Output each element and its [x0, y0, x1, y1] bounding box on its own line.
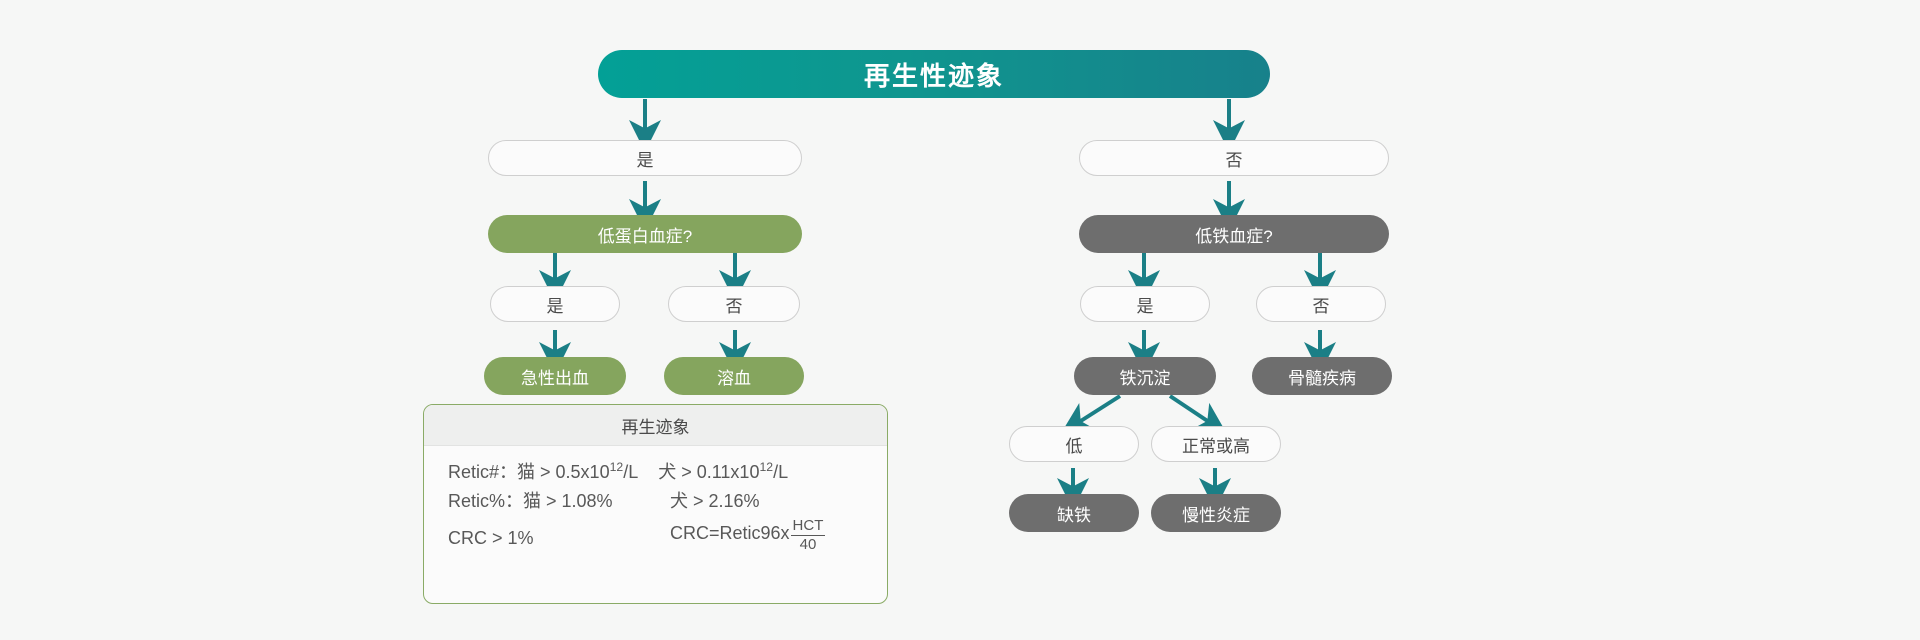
left-no-pill: 否	[668, 286, 800, 322]
retic-count-dog-suffix: /L	[773, 462, 789, 482]
right-decision-node: 低铁血症?	[1079, 215, 1389, 253]
left-yes-outcome-node: 急性出血	[484, 357, 626, 395]
ferritin-low-pill: 低	[1009, 426, 1139, 462]
left-branch-answer-pill: 是	[488, 140, 802, 176]
retic-count-cat-suffix: /L	[623, 462, 639, 482]
infobox-body: Retic#：猫 > 0.5x1012/L 犬 > 0.11x1012/L Re…	[424, 446, 887, 563]
crc-threshold: CRC > 1%	[448, 527, 534, 548]
right-no-pill: 否	[1256, 286, 1386, 322]
retic-percent-row: Retic%：猫 > 1.08% 犬 > 2.16%	[448, 487, 863, 516]
retic-count-line: Retic#：猫 > 0.5x1012/L 犬 > 0.11x1012/L	[448, 458, 863, 487]
regeneration-criteria-box: 再生迹象 Retic#：猫 > 0.5x1012/L 犬 > 0.11x1012…	[423, 404, 888, 604]
left-decision-node: 低蛋白血症?	[488, 215, 802, 253]
right-no-outcome-node: 骨髓疾病	[1252, 357, 1392, 395]
chronic-inflammation-outcome-node: 慢性炎症	[1151, 494, 1281, 532]
left-no-outcome-node: 溶血	[664, 357, 804, 395]
retic-count-cat-exponent: 12	[609, 460, 624, 474]
crc-fraction-numerator: HCT	[790, 517, 826, 536]
retic-count-dog-exponent: 12	[759, 460, 774, 474]
right-branch-answer-pill: 否	[1079, 140, 1389, 176]
root-title-node: 再生性迹象	[598, 50, 1270, 98]
retic-count-dog-prefix: 犬 > 0.11x10	[658, 462, 760, 482]
infobox-title: 再生迹象	[424, 405, 887, 446]
iron-deficiency-outcome-node: 缺铁	[1009, 494, 1139, 532]
crc-fraction-denominator: 40	[799, 536, 817, 553]
right-yes-outcome-node: 铁沉淀	[1074, 357, 1216, 395]
retic-percent-dog: 犬 > 2.16%	[670, 491, 760, 512]
retic-count-cat-prefix: Retic#：猫 > 0.5x10	[448, 462, 610, 482]
crc-formula-prefix: CRC=Retic96x	[670, 523, 790, 544]
left-yes-pill: 是	[490, 286, 620, 322]
retic-percent-cat: Retic%：猫 > 1.08%	[448, 491, 613, 512]
ferritin-normal-high-pill: 正常或高	[1151, 426, 1281, 462]
right-yes-pill: 是	[1080, 286, 1210, 322]
